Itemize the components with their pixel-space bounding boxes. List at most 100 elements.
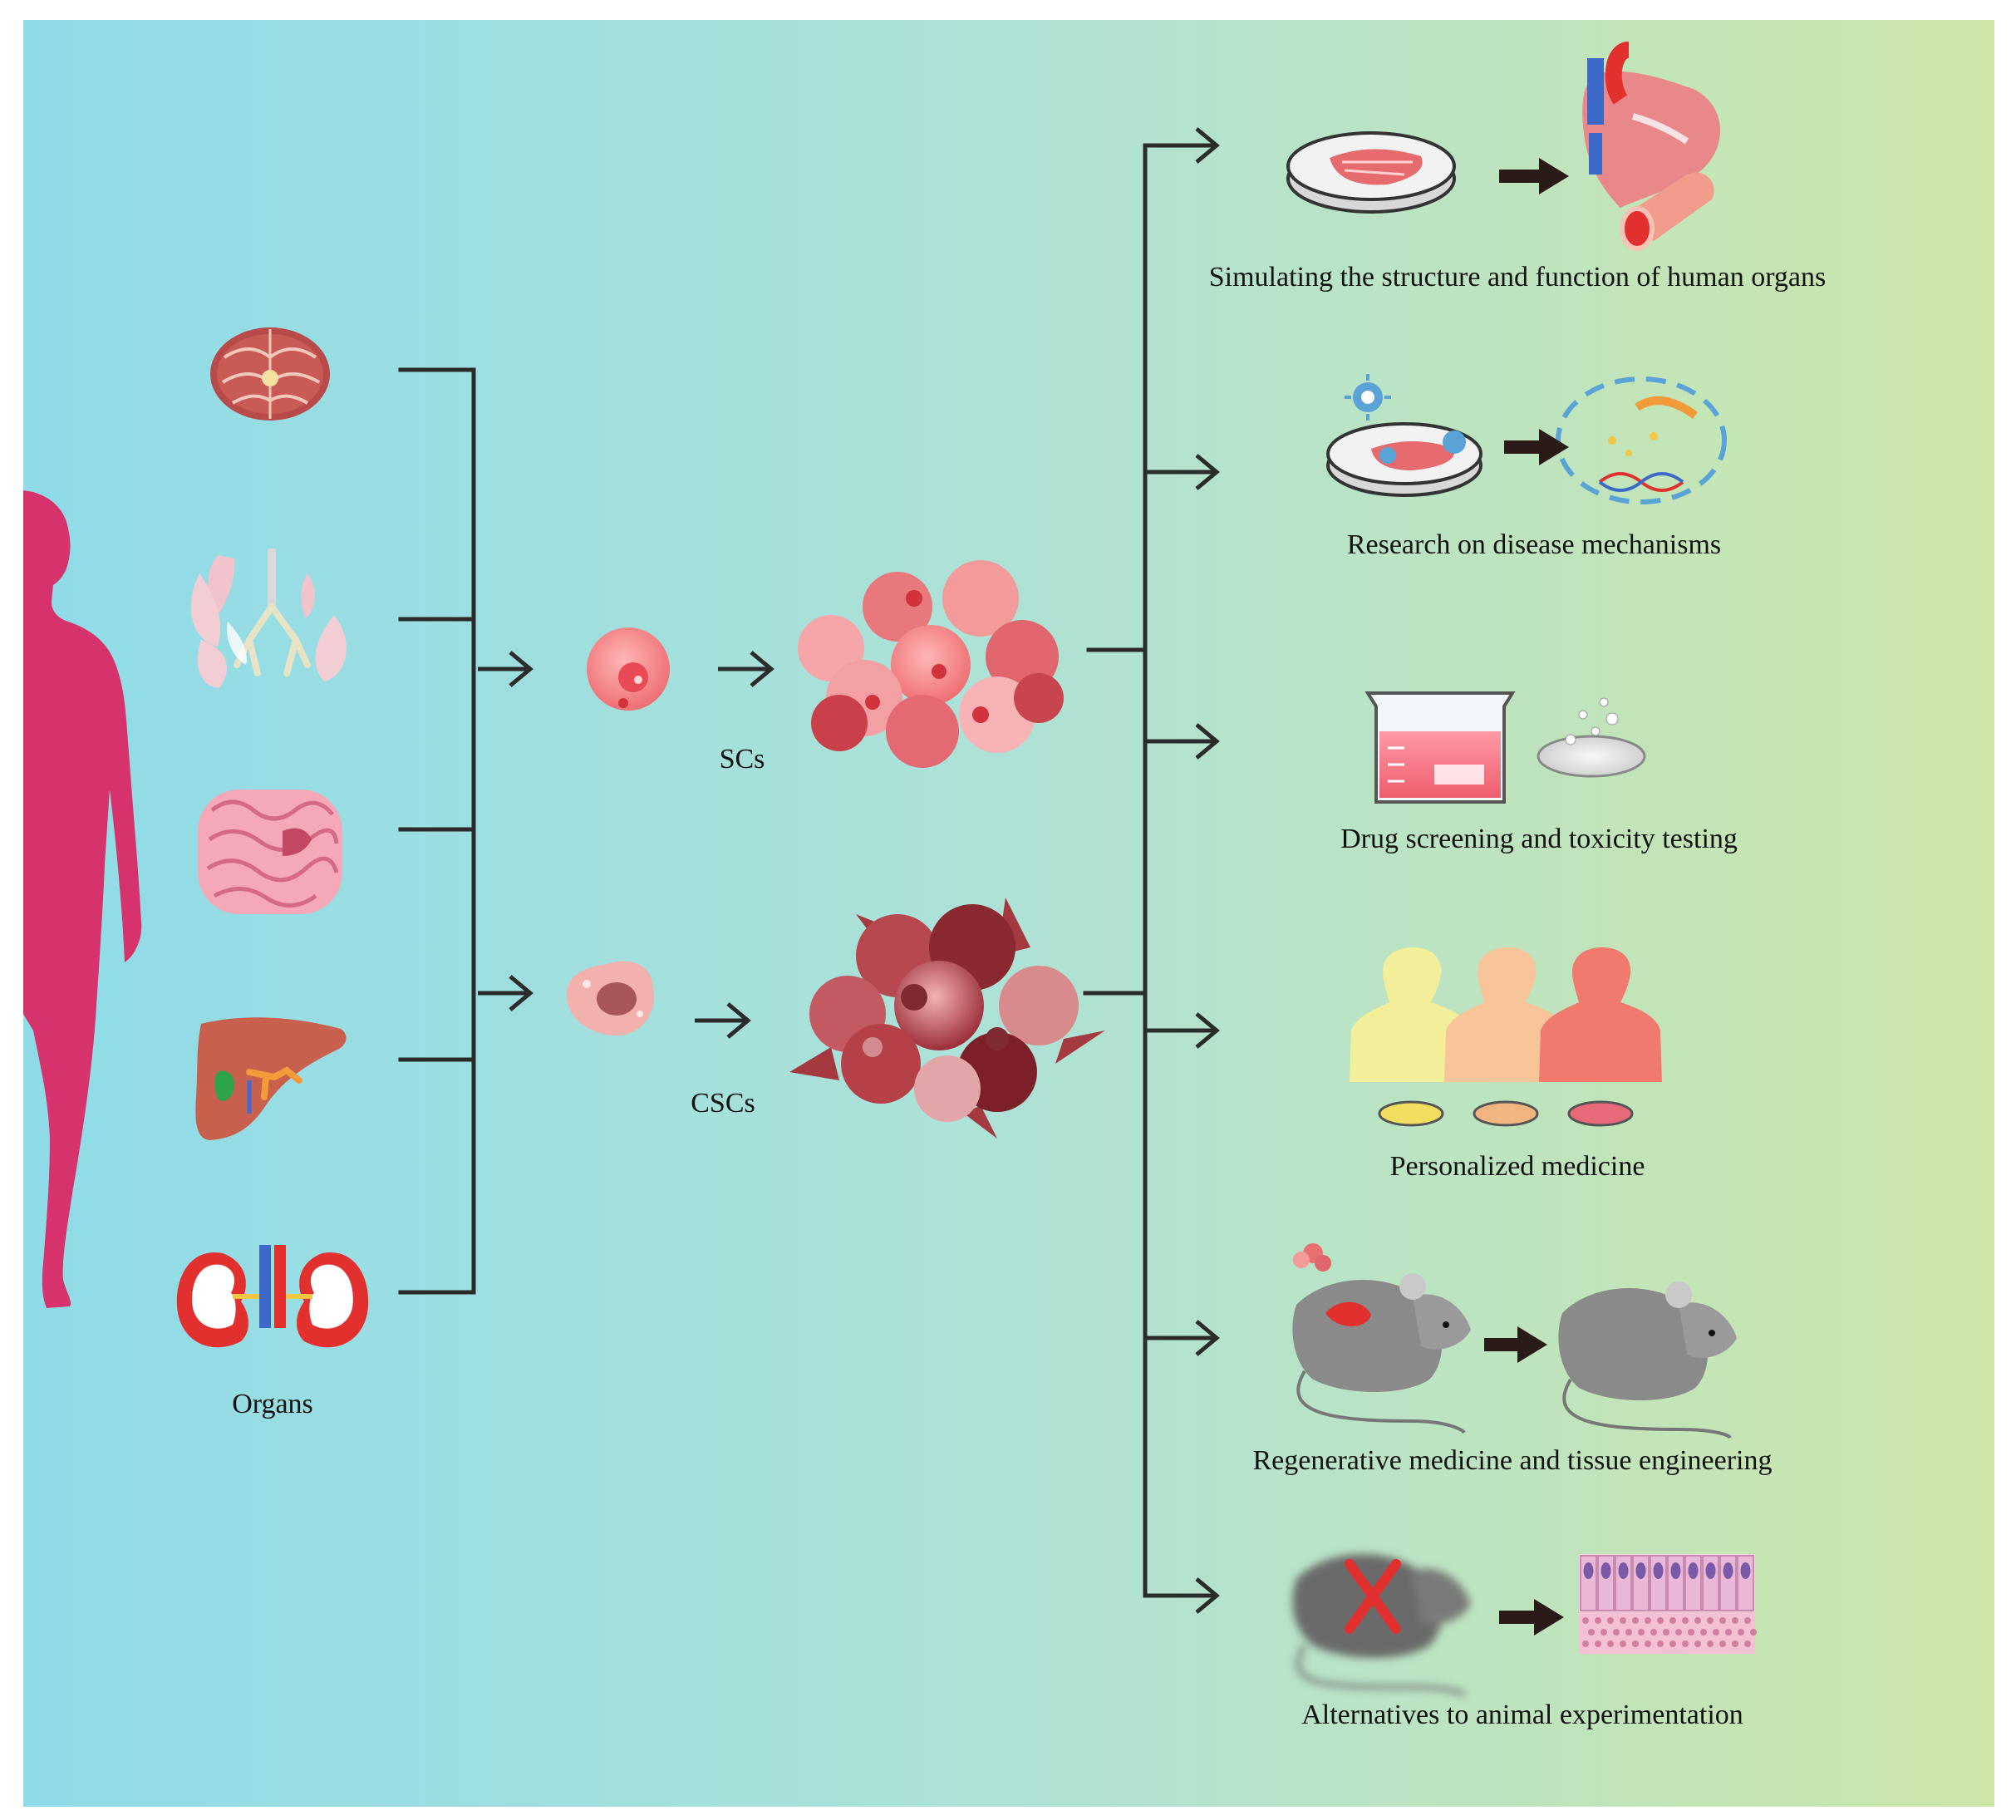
- cancer-stem-cell-icon: [566, 961, 654, 1036]
- cscs-label: CSCs: [691, 1088, 755, 1119]
- thick-arrow-regenerative: [1484, 1326, 1547, 1363]
- cell-nucleus: [1635, 1562, 1646, 1579]
- stromal-cell: [1632, 1640, 1639, 1647]
- stromal-cell: [1607, 1617, 1614, 1624]
- stromal-cell: [1620, 1640, 1626, 1647]
- organs-label: Organs: [232, 1389, 313, 1419]
- stromal-cell: [1638, 1629, 1645, 1636]
- cell-nucleus: [1653, 1562, 1664, 1579]
- application-label-personalized: Personalized medicine: [1390, 1151, 1645, 1182]
- cell-dna-icon: [1556, 376, 1727, 504]
- person-yellow-icon: [1350, 947, 1473, 1127]
- stromal-cell: [1657, 1617, 1664, 1624]
- stromal-cell: [1682, 1617, 1689, 1624]
- cell-nucleus: [1618, 1562, 1629, 1579]
- heart-icon: [1582, 42, 1721, 208]
- stromal-cell: [1732, 1617, 1738, 1624]
- stromal-cell: [1694, 1640, 1701, 1647]
- application-arrow-6: [1145, 1577, 1220, 1614]
- stromal-cell: [1694, 1617, 1701, 1624]
- stromal-cell: [1657, 1640, 1664, 1647]
- stromal-cell: [1620, 1617, 1626, 1624]
- application-label-disease: Research on disease mechanisms: [1347, 529, 1721, 560]
- cell-nucleus: [1705, 1562, 1716, 1579]
- stromal-cell: [1625, 1629, 1632, 1636]
- scs-label: SCs: [720, 744, 765, 775]
- thick-arrows: [1484, 158, 1569, 1636]
- thick-arrow-disease: [1504, 429, 1569, 465]
- brain-icon: [210, 327, 330, 421]
- stromal-cell: [1588, 1629, 1595, 1636]
- stromal-cell: [1738, 1629, 1744, 1636]
- stromal-cell: [1607, 1640, 1614, 1647]
- arrow-cscs-to-tumor: [695, 1002, 751, 1039]
- cell-nucleus: [1670, 1562, 1681, 1579]
- cross-mark-icon: [1345, 1559, 1401, 1634]
- stromal-cell: [1688, 1629, 1694, 1636]
- cell-nucleus: [1688, 1562, 1699, 1579]
- stromal-cell: [1645, 1640, 1651, 1647]
- thick-arrow-organs: [1499, 158, 1569, 194]
- application-arrow-3: [1145, 723, 1220, 760]
- stromal-cell: [1645, 1617, 1651, 1624]
- cell-nucleus: [1723, 1562, 1733, 1579]
- stromal-cell: [1700, 1629, 1707, 1636]
- organoid-small-icon: [1293, 1243, 1331, 1272]
- stromal-cell: [1682, 1640, 1689, 1647]
- stem-cell-icon: [587, 627, 670, 711]
- blood-vessel-icon: [1620, 172, 1714, 251]
- cell-nucleus: [1740, 1562, 1751, 1579]
- stromal-cell: [1719, 1640, 1726, 1647]
- application-arrow-5: [1145, 1320, 1220, 1356]
- application-arrows: [1145, 127, 1220, 1614]
- petri-dish-tissue-icon: [1286, 131, 1456, 214]
- tumor-organoid-icon: [789, 898, 1105, 1139]
- stromal-cell: [1744, 1617, 1751, 1624]
- stromal-cell: [1663, 1629, 1669, 1636]
- infected-dish-icon: [1326, 422, 1482, 497]
- stromal-cell: [1750, 1629, 1757, 1636]
- application-arrow-4: [1145, 1012, 1220, 1049]
- stromal-cell: [1707, 1617, 1714, 1624]
- stromal-cell: [1725, 1629, 1732, 1636]
- liver-icon: [195, 1017, 347, 1140]
- stromal-cell: [1732, 1640, 1738, 1647]
- stromal-cell: [1719, 1617, 1726, 1624]
- cell-nucleus: [1583, 1562, 1594, 1579]
- person-orange-icon: [1444, 947, 1567, 1127]
- stromal-cell: [1595, 1640, 1601, 1647]
- arrow-scs-to-organoid: [718, 651, 774, 687]
- stromal-cell: [1669, 1640, 1676, 1647]
- stromal-cell: [1650, 1629, 1657, 1636]
- stromal-cell: [1744, 1640, 1751, 1647]
- stromal-cell: [1669, 1617, 1676, 1624]
- stromal-cell: [1595, 1617, 1601, 1624]
- stromal-cell: [1601, 1629, 1607, 1636]
- application-label-regenerative: Regenerative medicine and tissue enginee…: [1253, 1445, 1773, 1476]
- application-arrow-1: [1145, 127, 1220, 164]
- stromal-cell: [1713, 1629, 1719, 1636]
- intestine-icon: [198, 789, 342, 914]
- lungs-icon: [190, 548, 347, 688]
- kidneys-icon: [176, 1245, 369, 1348]
- epithelial-tissue-icon: [1579, 1554, 1757, 1654]
- application-arrow-2: [1145, 454, 1220, 490]
- person-red-icon: [1539, 947, 1662, 1127]
- stromal-cell: [1582, 1617, 1589, 1624]
- stromal-cell: [1675, 1629, 1682, 1636]
- stromal-cell: [1582, 1640, 1589, 1647]
- stromal-cell: [1613, 1629, 1620, 1636]
- mouse-healed-icon: [1558, 1281, 1737, 1439]
- thick-arrow-alternatives: [1499, 1599, 1564, 1636]
- beaker-icon: [1364, 691, 1516, 804]
- stromal-cell: [1632, 1617, 1639, 1624]
- human-silhouette-icon: [23, 490, 142, 1308]
- application-tree-connector: [1083, 143, 1148, 1598]
- cell-nucleus: [1601, 1562, 1611, 1579]
- pill-dish-icon: [1537, 697, 1646, 778]
- stromal-cell: [1707, 1640, 1714, 1647]
- organoid-cluster-icon: [798, 560, 1064, 768]
- arrow-to-scs: [478, 651, 534, 687]
